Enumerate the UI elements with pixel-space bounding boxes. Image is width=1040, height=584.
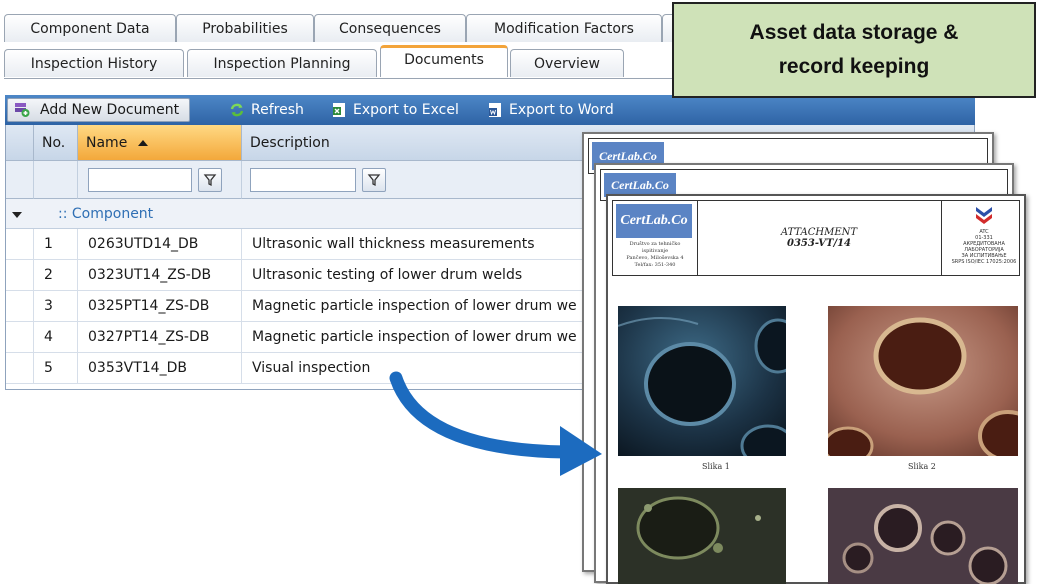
grid-toolbar: Add New Document Refresh Export to Excel… — [5, 95, 975, 125]
company-line-2: ispitivanje — [641, 248, 669, 254]
tab-divider — [4, 78, 980, 79]
row-name[interactable]: 0323UT14_ZS-DB — [78, 260, 242, 291]
filter-description-button[interactable] — [362, 168, 386, 192]
row-name[interactable]: 0263UTD14_DB — [78, 229, 242, 260]
filter-name-input[interactable] — [88, 168, 192, 192]
inspection-photo-3 — [618, 488, 786, 584]
row-number[interactable]: 1 — [34, 229, 78, 260]
tab-modification-factors[interactable]: Modification Factors — [466, 14, 662, 42]
row-number[interactable]: 2 — [34, 260, 78, 291]
row-expand-cell — [6, 291, 34, 322]
accreditation-line-2: ЛАБОРАТОРИЈА — [964, 247, 1004, 253]
refresh-button[interactable]: Refresh — [227, 98, 304, 122]
export-word-button[interactable]: Export to Word — [485, 98, 614, 122]
tab-inspection-planning[interactable]: Inspection Planning — [187, 49, 377, 77]
accreditation-line-4: SRPS ISO/IEC 17025:2006 — [951, 259, 1017, 265]
filter-icon — [367, 174, 381, 187]
inspection-photo-4 — [828, 488, 1018, 584]
company-line-3: Pančevo, Miloševska 4 — [626, 255, 684, 261]
filter-icon — [203, 174, 217, 187]
header-name-label: Name — [86, 135, 128, 151]
accreditation-line-3: ЗА ИСПИТИВАЊЕ — [961, 253, 1007, 259]
add-document-icon — [15, 103, 30, 117]
company-address: Društvo za tehničko ispitivanje Pančevo,… — [615, 241, 695, 269]
row-expand-cell — [6, 229, 34, 260]
excel-icon — [333, 103, 345, 117]
company-logo: CertLab.Co — [616, 204, 692, 238]
company-block: CertLab.Co Društvo za tehničko ispitivan… — [613, 201, 698, 275]
tab-overview[interactable]: Overview — [510, 49, 624, 77]
attachment-header: CertLab.Co Društvo za tehničko ispitivan… — [612, 200, 1020, 276]
attachment-title-block: ATTACHMENT 0353-VT/14 — [697, 201, 941, 275]
header-description-label: Description — [250, 135, 330, 151]
row-name[interactable]: 0353VT14_DB — [78, 353, 242, 384]
inspection-photo-1 — [618, 306, 786, 456]
export-excel-label: Export to Excel — [353, 102, 459, 118]
accreditation-code: 01-331 — [975, 235, 993, 241]
callout-line-2: record keeping — [778, 55, 930, 78]
row-expand-cell — [6, 260, 34, 291]
inspection-photo-2 — [828, 306, 1018, 456]
filter-description-input[interactable] — [250, 168, 356, 192]
document-page-front: CertLab.Co Društvo za tehničko ispitivan… — [606, 194, 1026, 584]
logo-middle-text: CertLab.Co — [611, 178, 669, 192]
callout-line-1: Asset data storage & — [749, 21, 959, 44]
group-label: :: Component — [58, 206, 154, 222]
refresh-icon — [230, 103, 244, 117]
word-icon — [489, 103, 501, 117]
header-expand-col — [6, 125, 34, 161]
row-number[interactable]: 3 — [34, 291, 78, 322]
row-name[interactable]: 0327PT14_ZS-DB — [78, 322, 242, 353]
tab-documents[interactable]: Documents — [380, 45, 508, 77]
logo-middle: CertLab.Co — [604, 173, 676, 197]
export-word-label: Export to Word — [509, 102, 614, 118]
collapse-arrow-icon[interactable] — [12, 210, 22, 220]
accreditation-block: ATC 01-331 АКРЕДИТОВАНА ЛАБОРАТОРИЈА ЗА … — [941, 201, 1026, 275]
logo-back-text: CertLab.Co — [599, 149, 657, 163]
accreditation-text: ATC 01-331 АКРЕДИТОВАНА ЛАБОРАТОРИЈА ЗА … — [942, 229, 1026, 265]
row-expand-cell — [6, 322, 34, 353]
accreditation-badge: ATC — [979, 229, 989, 235]
company-line-1: Društvo za tehničko — [629, 241, 681, 247]
tab-inspection-history[interactable]: Inspection History — [4, 49, 184, 77]
tab-probabilities[interactable]: Probabilities — [176, 14, 314, 42]
attachment-code: 0353-VT/14 — [786, 238, 852, 249]
header-no-label: No. — [42, 135, 66, 151]
header-name[interactable]: Name — [78, 125, 242, 161]
accreditation-logo-icon — [976, 207, 992, 224]
header-no[interactable]: No. — [34, 125, 78, 161]
add-new-document-label: Add New Document — [40, 102, 180, 118]
row-number[interactable]: 5 — [34, 353, 78, 384]
tab-consequences[interactable]: Consequences — [314, 14, 466, 42]
pointer-arrow — [389, 371, 602, 476]
refresh-label: Refresh — [251, 102, 304, 118]
accreditation-line-1: АКРЕДИТОВАНА — [963, 241, 1005, 247]
add-new-document-button[interactable]: Add New Document — [7, 98, 191, 122]
tab-component-data[interactable]: Component Data — [4, 14, 176, 42]
filter-no-cell — [34, 161, 78, 199]
row-number[interactable]: 4 — [34, 322, 78, 353]
row-expand-cell — [6, 353, 34, 384]
company-logo-text: CertLab.Co — [620, 213, 688, 228]
attachment-title: ATTACHMENT — [780, 227, 858, 238]
row-name[interactable]: 0325PT14_ZS-DB — [78, 291, 242, 322]
export-excel-button[interactable]: Export to Excel — [329, 98, 459, 122]
photo-caption-1: Slika 1 — [702, 462, 730, 471]
sort-ascending-icon — [137, 140, 148, 146]
callout-box: Asset data storage & record keeping — [672, 2, 1036, 98]
filter-name-button[interactable] — [198, 168, 222, 192]
photo-caption-2: Slika 2 — [908, 462, 936, 471]
company-line-4: Tel/fax: 351-340 — [634, 262, 676, 268]
filter-name-cell — [78, 161, 242, 199]
filter-spacer — [6, 161, 34, 199]
